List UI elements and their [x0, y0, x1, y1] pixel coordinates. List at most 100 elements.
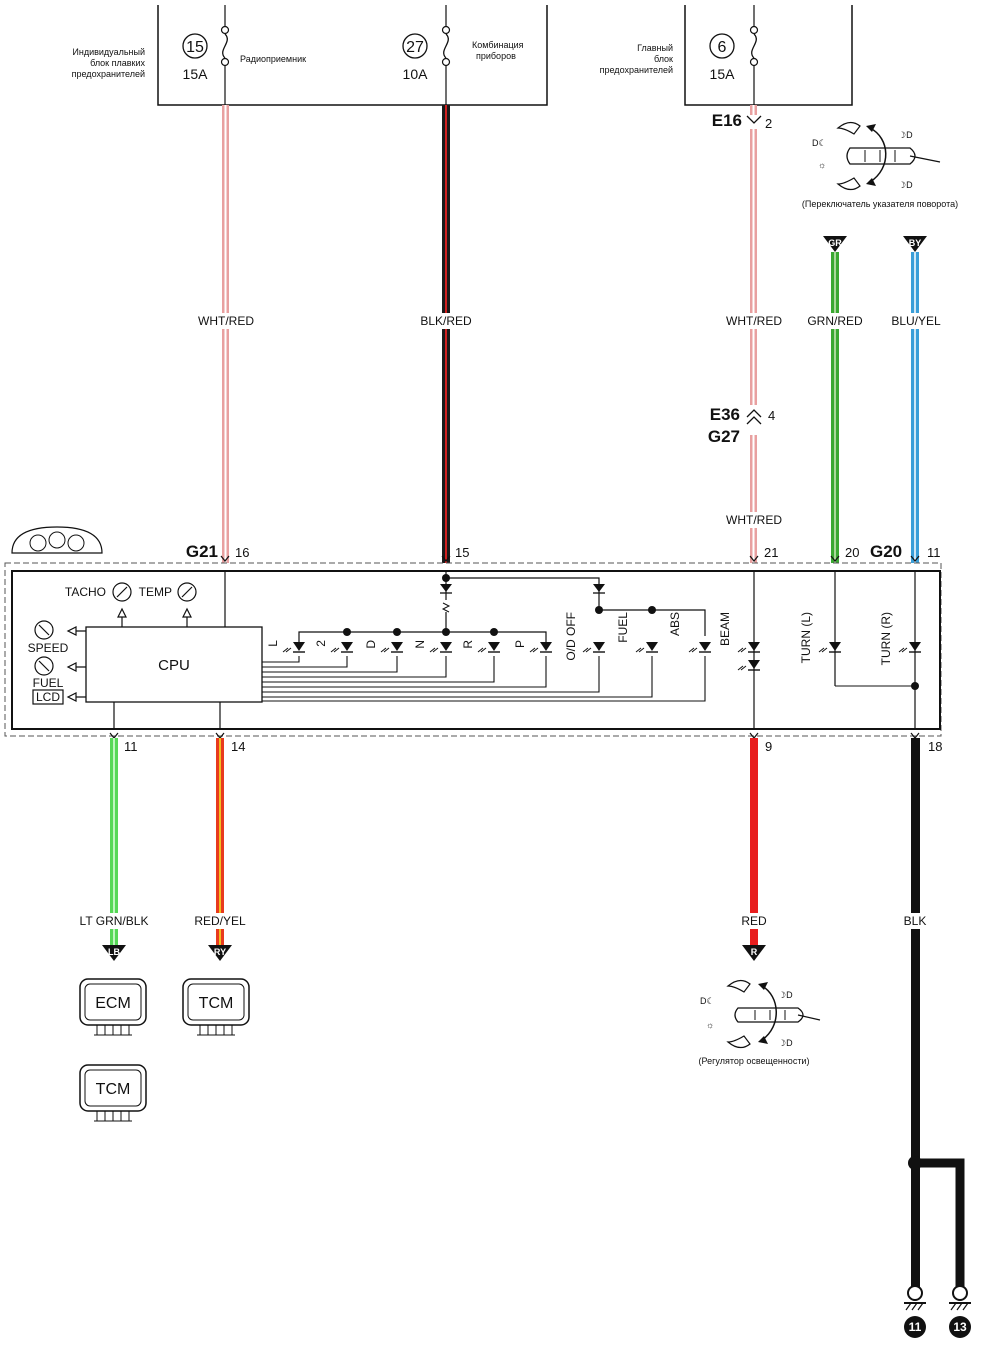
fuse-27: 27 10A Комбинация приборов: [402, 5, 524, 105]
o-d-off-indicator: [582, 642, 605, 653]
lcd-display: LCD: [32, 689, 86, 705]
cpu-label: CPU: [158, 657, 190, 674]
wire-red-yel: RED/YEL RY: [190, 738, 250, 961]
ground-13: 13: [949, 1285, 971, 1338]
main-fuse-box-label-3: предохранителей: [600, 65, 673, 75]
fuel-indicator: [635, 642, 658, 653]
wire-wht-red-1: WHT/RED: [196, 105, 256, 563]
wire-blk-red-label: BLK/RED: [420, 314, 472, 328]
temp-gauge: TEMP: [139, 582, 197, 627]
cpu-block: [85, 626, 263, 703]
g21-pin-16: 16: [235, 545, 249, 560]
tcm-2-label: TCM: [96, 1081, 131, 1098]
connector-e16: E16 2: [712, 111, 772, 131]
speed-gauge: SPEED: [28, 620, 86, 655]
fuse-15-amps: 15A: [183, 66, 209, 82]
dimmer-switch-label: (Регулятор освещенности): [699, 1056, 810, 1066]
connector-e36-name: E36: [710, 405, 740, 424]
turn-r-indicator-label: TURN (R): [879, 612, 893, 665]
turn-signal-switch-label: (Переключатель указателя поворота): [802, 199, 958, 209]
dimmer-switch: ☽D ☽D D☾ ☼ (Регулятор освещенности): [699, 979, 821, 1066]
beam-indicator-2: [737, 660, 760, 671]
shift-indicator-n: [429, 642, 452, 653]
wire-red: RED R: [734, 738, 774, 961]
main-fuse-box-label-2: блок: [654, 54, 673, 64]
turn-l-indicator: [818, 642, 841, 653]
main-fuse-box-label-1: Главный: [637, 43, 673, 53]
g21-pin-15: 15: [455, 545, 469, 560]
fuse-6-number: 6: [718, 39, 727, 56]
bottom-pin-9: 9: [765, 739, 772, 754]
dimmer-headlight-icon-2: ☽D: [778, 1038, 793, 1048]
ground-11-label: 11: [909, 1320, 922, 1334]
wire-blk-label: BLK: [904, 914, 927, 928]
wire-lt-grn-blk-label: LT GRN/BLK: [80, 914, 149, 928]
headlight-icon-2: ☽D: [898, 180, 913, 190]
shift-indicator-label-d: D: [364, 640, 378, 649]
fuse-6: 6 15A: [709, 5, 759, 105]
turn-l-indicator-label: TURN (L): [799, 612, 813, 663]
individual-fuse-box-label-1: Индивидуальный: [72, 47, 145, 57]
fuse-15-number: 15: [186, 39, 204, 56]
individual-fuse-box-label-3: предохранителей: [72, 69, 145, 79]
wire-blk-red: BLK/RED: [416, 105, 476, 563]
o-d-off-indicator-label: O/D OFF: [564, 612, 578, 661]
shift-indicator-p: [529, 642, 552, 653]
wire-lt-grn-blk: LT GRN/BLK LB: [72, 738, 156, 961]
wire-grn-red-label: GRN/RED: [807, 314, 863, 328]
connector-g21-name: G21: [186, 542, 218, 561]
speed-label: SPEED: [28, 641, 69, 655]
temp-label: TEMP: [139, 585, 172, 599]
g20-pin-20: 20: [845, 545, 859, 560]
wire-red-label: RED: [741, 914, 767, 928]
ground-11: 11: [904, 1285, 926, 1338]
shift-indicator-r: [477, 642, 500, 653]
wire-blu-yel-tag: BY: [909, 238, 922, 248]
g20-pin-11: 11: [927, 545, 941, 560]
g21-pin-21: 21: [764, 545, 778, 560]
shift-indicator-label-n: N: [413, 640, 427, 649]
fuse-15-circuit: Радиоприемник: [240, 54, 306, 64]
connector-e36-g27-pin: 4: [768, 408, 775, 423]
wire-red-yel-label: RED/YEL: [194, 914, 246, 928]
tcm-module-1: TCM: [182, 978, 250, 1036]
tcm-1-label: TCM: [199, 995, 234, 1012]
wire-grn-red: GR GRN/RED: [805, 236, 865, 563]
dimmer-high-beam-icon: D☾: [700, 996, 715, 1006]
dimmer-light-icon: ☼: [706, 1020, 714, 1030]
bottom-pin-11: 11: [124, 739, 138, 754]
turn-signal-switch: ☽D ☽D D☾ ☼ (Переключатель указателя пово…: [802, 121, 958, 209]
abs-indicator-label: ABS: [668, 612, 682, 636]
beam-indicator: [737, 642, 760, 653]
bottom-pins: 11 14 9 18: [109, 732, 942, 754]
light-icon: ☼: [818, 160, 826, 170]
combination-meter: G21 16 15 21 20 G20 11 CPU TACHO TEMP: [4, 526, 942, 737]
main-fuse-box: Главный блок предохранителей 6 15A: [600, 5, 853, 106]
wire-wht-red-3: WHT/RED WHT/RED: [722, 105, 786, 563]
ground-13-label: 13: [953, 1320, 967, 1334]
lcd-label: LCD: [36, 690, 60, 704]
fuse-27-amps: 10A: [403, 66, 429, 82]
fuse-27-circuit-2: приборов: [476, 51, 516, 61]
headlight-icon: ☽D: [898, 130, 913, 140]
wire-wht-red-3-label-2: WHT/RED: [726, 513, 782, 527]
beam-indicator-label: BEAM: [718, 612, 732, 646]
shift-indicator-label-p: P: [513, 640, 527, 648]
wire-red-yel-tag: RY: [214, 947, 226, 957]
fuse-27-number: 27: [406, 39, 424, 56]
individual-fuse-box-label-2: блок плавких: [90, 58, 145, 68]
wire-blu-yel: BY BLU/YEL: [887, 236, 945, 563]
high-beam-icon: D☾: [812, 138, 827, 148]
shift-indicator-label-r: R: [461, 640, 475, 649]
fuel-gauge: FUEL: [33, 656, 86, 690]
shift-indicator-label-2: 2: [314, 640, 328, 647]
bottom-pin-14: 14: [231, 739, 245, 754]
abs-indicator: [688, 642, 711, 653]
individual-fuse-box: Индивидуальный блок плавких предохраните…: [72, 5, 548, 106]
connector-e16-name: E16: [712, 111, 742, 130]
wire-wht-red-3-label: WHT/RED: [726, 314, 782, 328]
fuse-27-circuit-1: Комбинация: [472, 40, 524, 50]
shift-indicator-d: [380, 642, 403, 653]
